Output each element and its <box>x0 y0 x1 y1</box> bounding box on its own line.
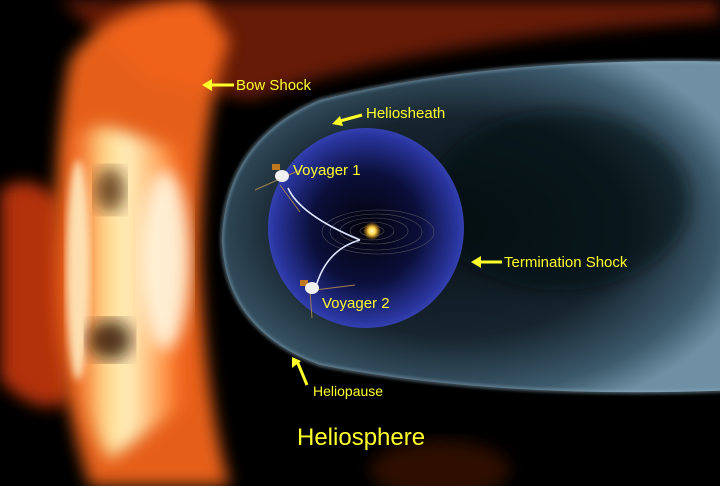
sun <box>363 222 381 240</box>
voyager1-spacecraft <box>254 164 301 213</box>
bow-shock-label: Bow Shock <box>236 77 312 94</box>
heliosheath-arrow <box>332 113 363 126</box>
heliopause-boundary <box>220 59 720 394</box>
heliopause-label: Heliopause <box>313 383 384 399</box>
voyager2-trajectory <box>314 239 361 291</box>
voyager2-spacecraft <box>300 280 356 319</box>
bow-shock-upper-glow <box>60 0 720 100</box>
heliopause-arrow <box>292 357 309 386</box>
voyager1-label: Voyager 1 <box>293 162 361 179</box>
termination-shock-label: Termination Shock <box>504 254 628 271</box>
voyager1-trajectory <box>287 187 361 241</box>
voyager2-label: Voyager 2 <box>322 295 390 312</box>
bow-shock-arrow <box>202 79 234 91</box>
heliosheath-label: Heliosheath <box>366 105 446 122</box>
interstellar-plasma-left <box>0 182 70 407</box>
termination-shock-arrow <box>471 256 502 268</box>
diagram-title: Heliosphere <box>297 424 426 451</box>
